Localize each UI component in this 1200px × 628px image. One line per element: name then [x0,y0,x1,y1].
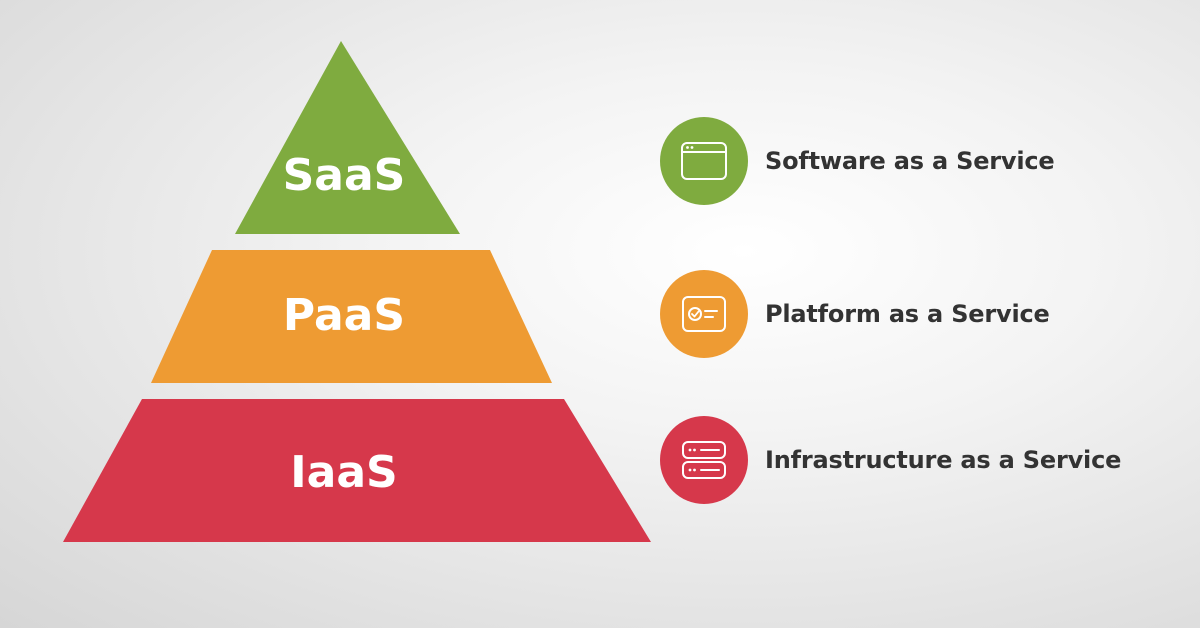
pyramid-tier-paas [151,250,552,383]
legend-label-paas: Platform as a Service [765,300,1050,328]
legend-item-saas: Software as a Service [660,117,1055,205]
legend-circle-saas [660,117,748,205]
legend-item-paas: Platform as a Service [660,270,1050,358]
pyramid-tier-saas [235,41,460,234]
service-pyramid: SaaS PaaS IaaS [63,41,651,542]
pyramid-tier-iaas [63,399,651,542]
pyramid-label-paas: PaaS [283,290,405,341]
platform-card-check-icon [682,296,726,332]
legend-label-saas: Software as a Service [765,147,1055,175]
legend-label-iaas: Infrastructure as a Service [765,446,1122,474]
legend-circle-paas [660,270,748,358]
legend-item-iaas: Infrastructure as a Service [660,416,1121,504]
pyramid-label-iaas: IaaS [290,447,397,498]
server-stack-icon [682,441,726,479]
legend-circle-iaas [660,416,748,504]
browser-window-icon [681,142,727,180]
pyramid-label-saas: SaaS [283,150,406,201]
